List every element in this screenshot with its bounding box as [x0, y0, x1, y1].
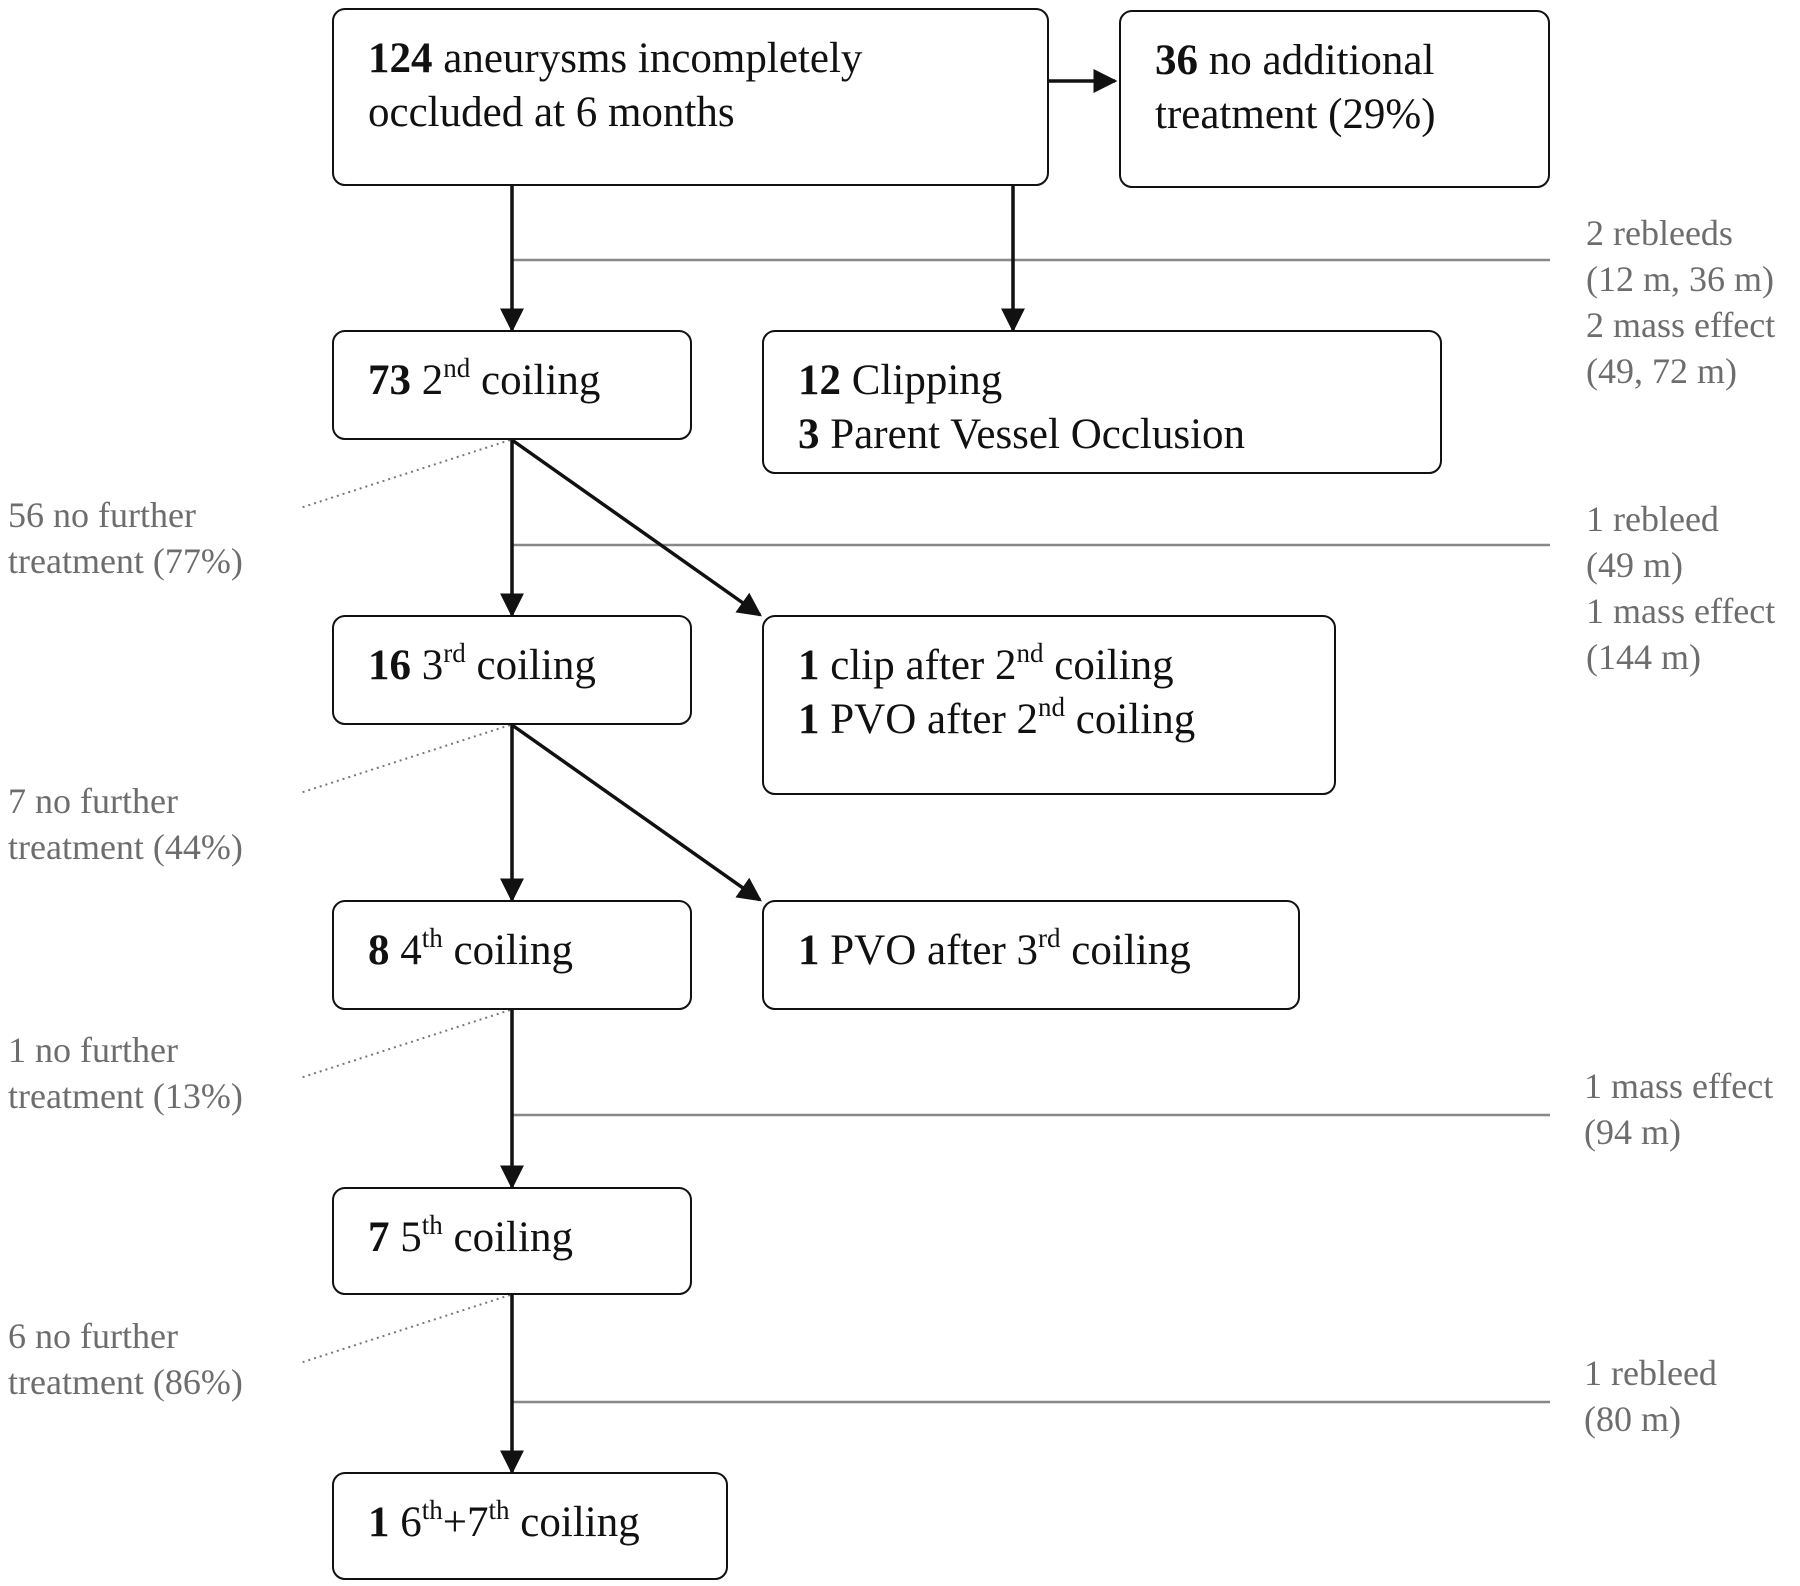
box-3rd-coiling: 16 3rd coiling [332, 615, 692, 725]
dotted-line-3 [299, 1009, 511, 1079]
dotted-line-2 [299, 724, 511, 794]
box-incompletely-occluded: 124 aneurysms incompletely occluded at 6… [332, 8, 1049, 186]
box-5th-coiling: 7 5th coiling [332, 1187, 692, 1295]
arrow-coil3-to-after3 [510, 723, 762, 902]
box-6th-7th-coiling: 1 6th+7th coiling [332, 1472, 728, 1580]
box-no-additional-treatment: 36 no additional treatment (29%) [1119, 10, 1550, 188]
arrow-coil2-to-after2 [510, 438, 762, 617]
dotted-line-4 [299, 1294, 511, 1364]
dotted-line-1 [299, 439, 511, 509]
box-after-2nd-coiling: 1 clip after 2nd coiling 1 PVO after 2nd… [762, 615, 1336, 795]
box-pvo-after-3rd-coiling: 1 PVO after 3rd coiling [762, 900, 1300, 1010]
right-note-1: 2 rebleeds(12 m, 36 m) 2 mass effect(49,… [1586, 213, 1776, 391]
right-note-3: 1 mass effect(94 m) [1584, 1066, 1774, 1152]
box-2nd-coiling: 73 2nd coiling [332, 330, 692, 440]
right-note-4: 1 rebleed(80 m) [1584, 1353, 1717, 1439]
right-note-2: 1 rebleed(49 m) 1 mass effect(144 m) [1586, 499, 1776, 677]
box-clipping-pvo: 12 Clipping 3 Parent Vessel Occlusion [762, 330, 1442, 474]
box-4th-coiling: 8 4th coiling [332, 900, 692, 1010]
